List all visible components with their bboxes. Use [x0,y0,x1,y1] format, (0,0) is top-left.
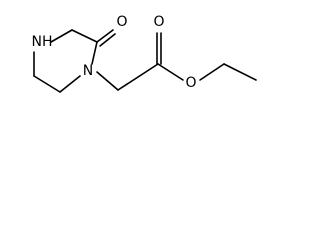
bond-n1-ch2 [96,71,119,91]
bond-c2-n1 [91,41,98,65]
bond-o-ch2 [199,63,225,81]
bond-c2-o-double-a [96,29,114,43]
atom-o-carbonyl-label: O [153,14,164,30]
bond-c6-c5 [33,75,61,93]
atom-n-label: N [83,63,93,79]
bond-ch2-c-ester [117,63,159,91]
bond-ester-c-o [157,63,184,81]
bond-n1-c6 [59,75,81,93]
atom-o-ester-label: O [185,75,196,91]
atom-labels: NH N O O O [32,14,197,91]
bond-c3-c2 [71,29,98,43]
bond-c3-nh [50,29,73,43]
bonds [33,29,257,93]
bond-ch2-ch3 [223,63,257,81]
atom-o-ring-label: O [116,14,127,30]
bond-c2-o-double-b [99,33,116,47]
ethyl-2-oxopiperazin-1-yl-acetate-structure: NH N O O O [32,14,257,93]
atom-nh-label: NH [32,34,53,50]
